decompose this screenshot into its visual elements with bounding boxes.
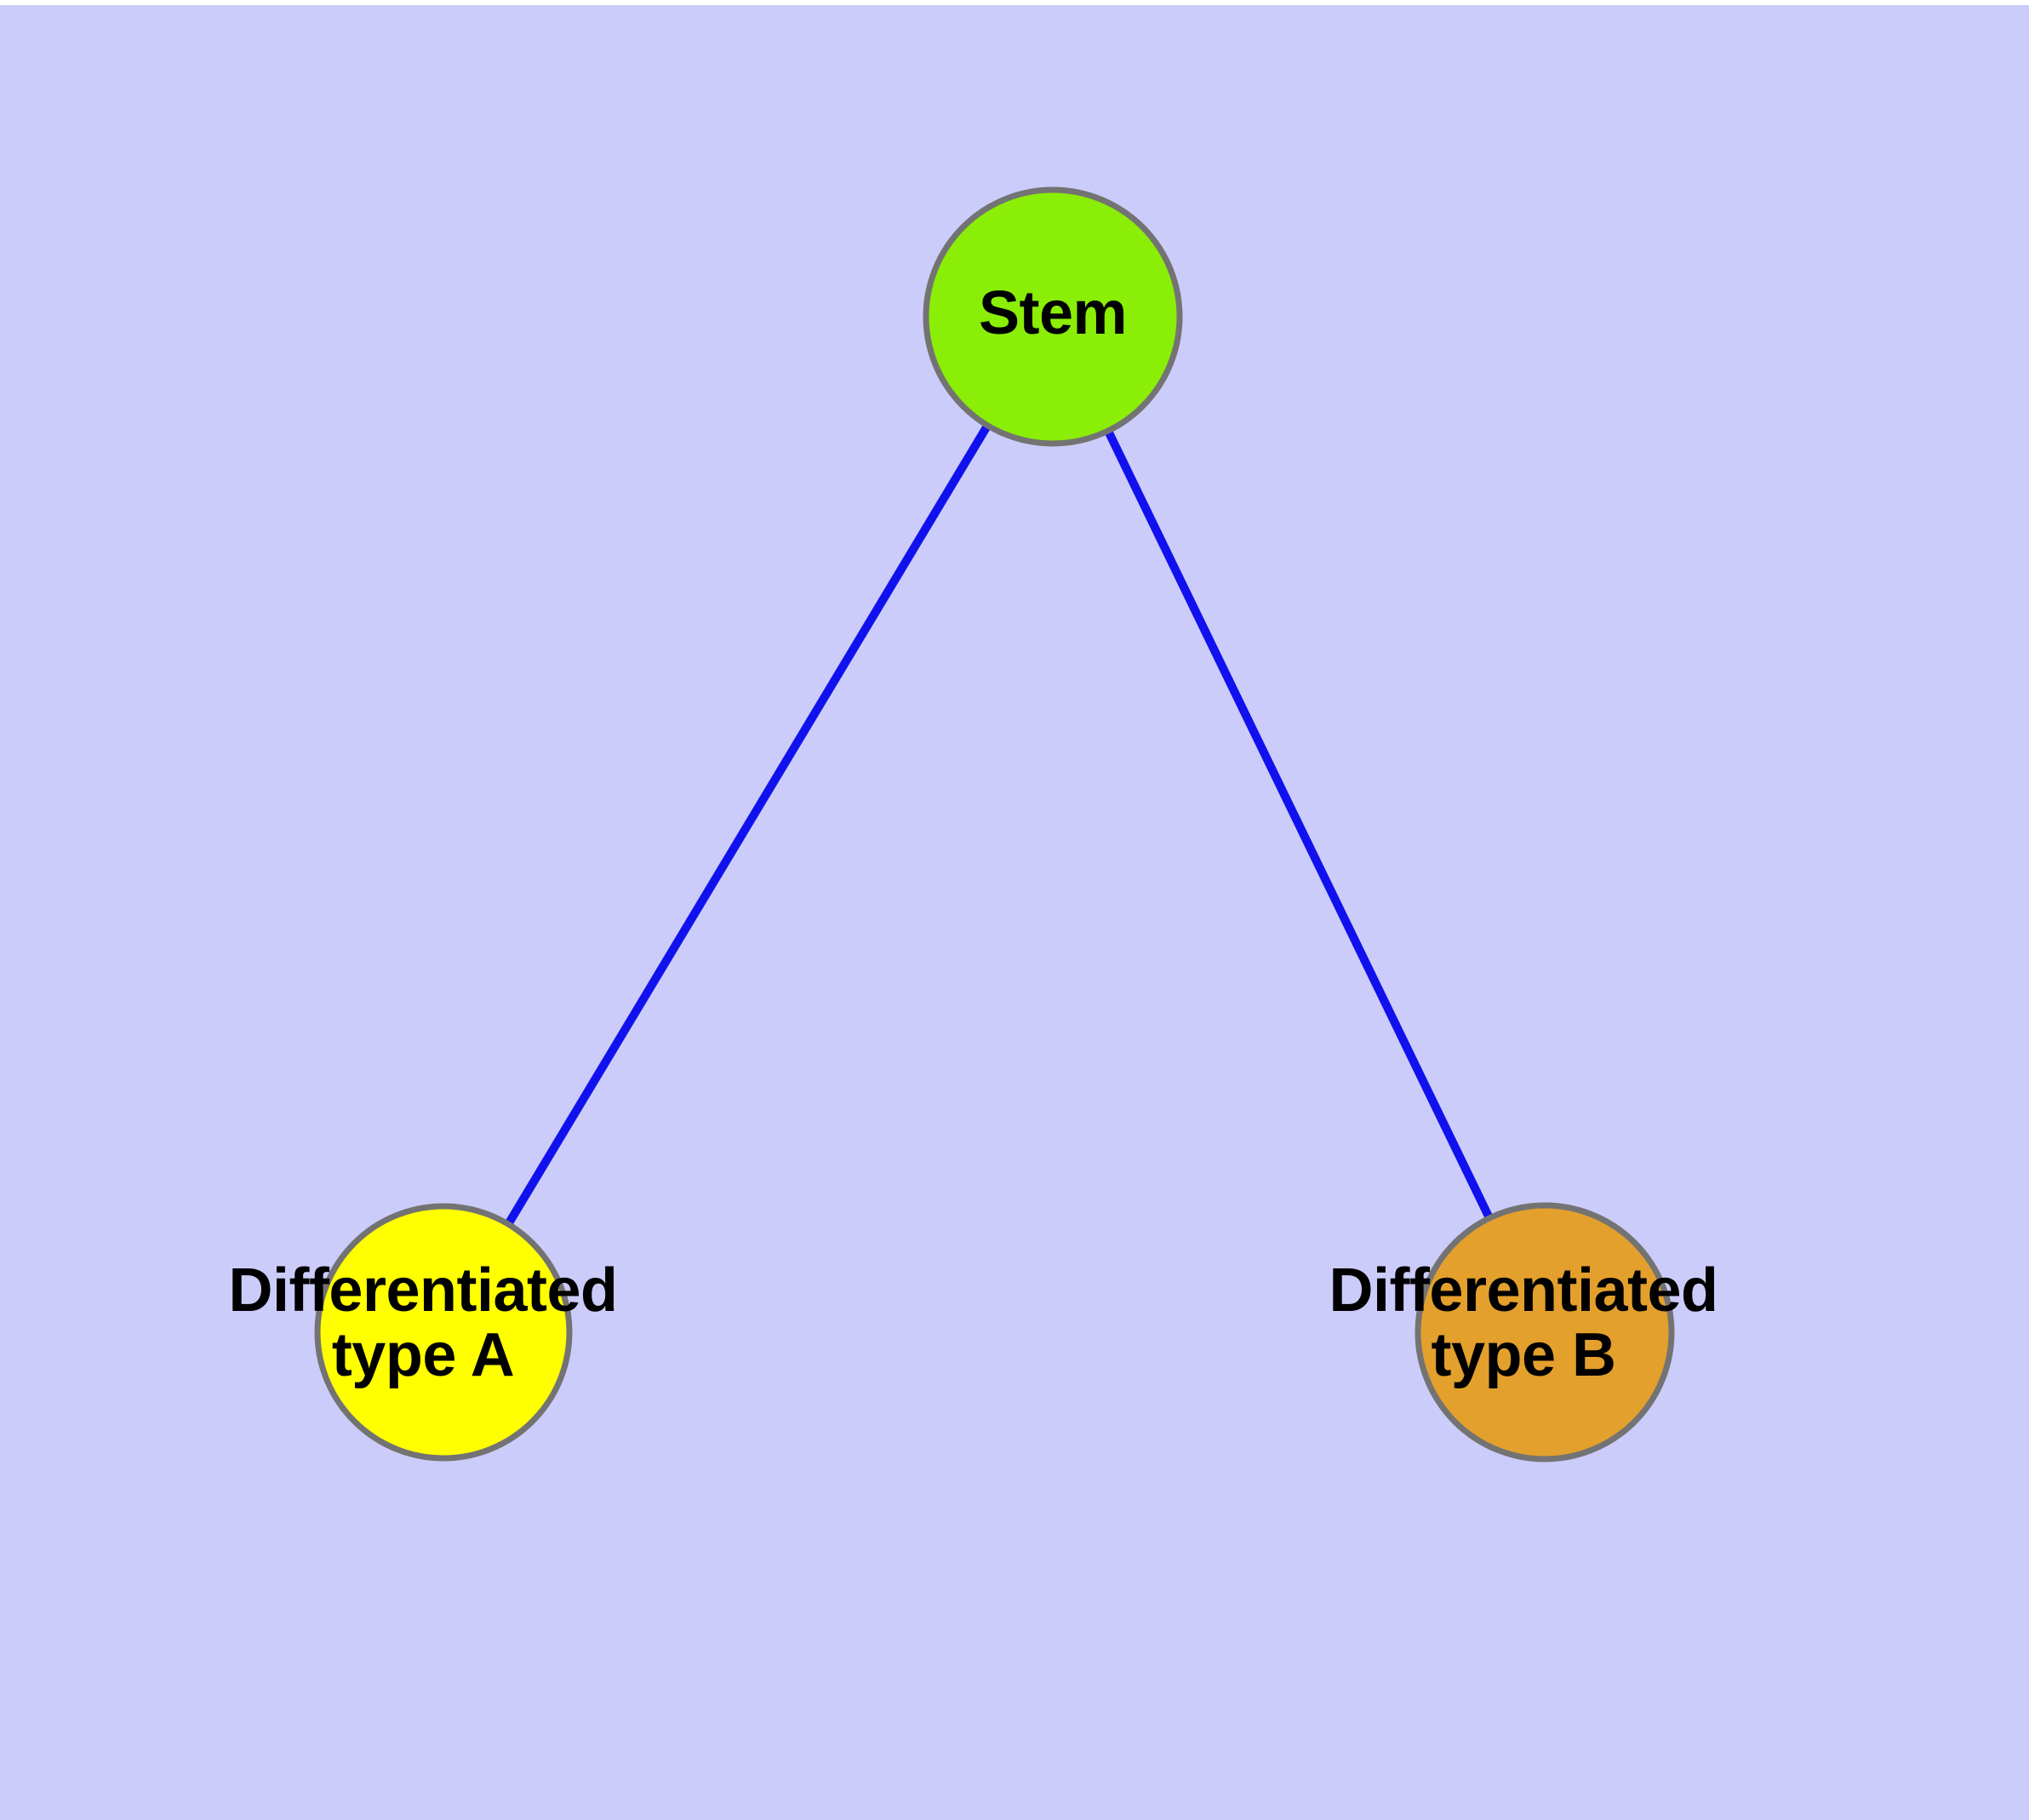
node-differentiated-type-a[interactable] <box>314 1203 573 1462</box>
node-label-differentiated-type-a-line-2: type A <box>331 1321 515 1390</box>
edges-layer <box>504 423 1494 1227</box>
node-label-differentiated-type-a: Differentiated type A <box>168 1258 678 1388</box>
edge-stem-to-diff-a[interactable] <box>504 423 992 1227</box>
node-differentiated-type-b[interactable] <box>1415 1202 1675 1462</box>
nodes-layer <box>314 186 1675 1462</box>
edge-stem-to-diff-b[interactable] <box>1104 428 1494 1221</box>
node-label-stem-line-1: Stem <box>978 279 1128 347</box>
node-label-differentiated-type-b-line-1: Differentiated <box>1329 1256 1718 1325</box>
node-stem[interactable] <box>923 186 1183 447</box>
node-label-differentiated-type-b: Differentiated type B <box>1268 1258 1779 1388</box>
node-label-differentiated-type-a-line-1: Differentiated <box>228 1256 618 1325</box>
node-label-stem: Stem <box>797 281 1308 346</box>
node-label-differentiated-type-b-line-2: type B <box>1431 1321 1616 1390</box>
